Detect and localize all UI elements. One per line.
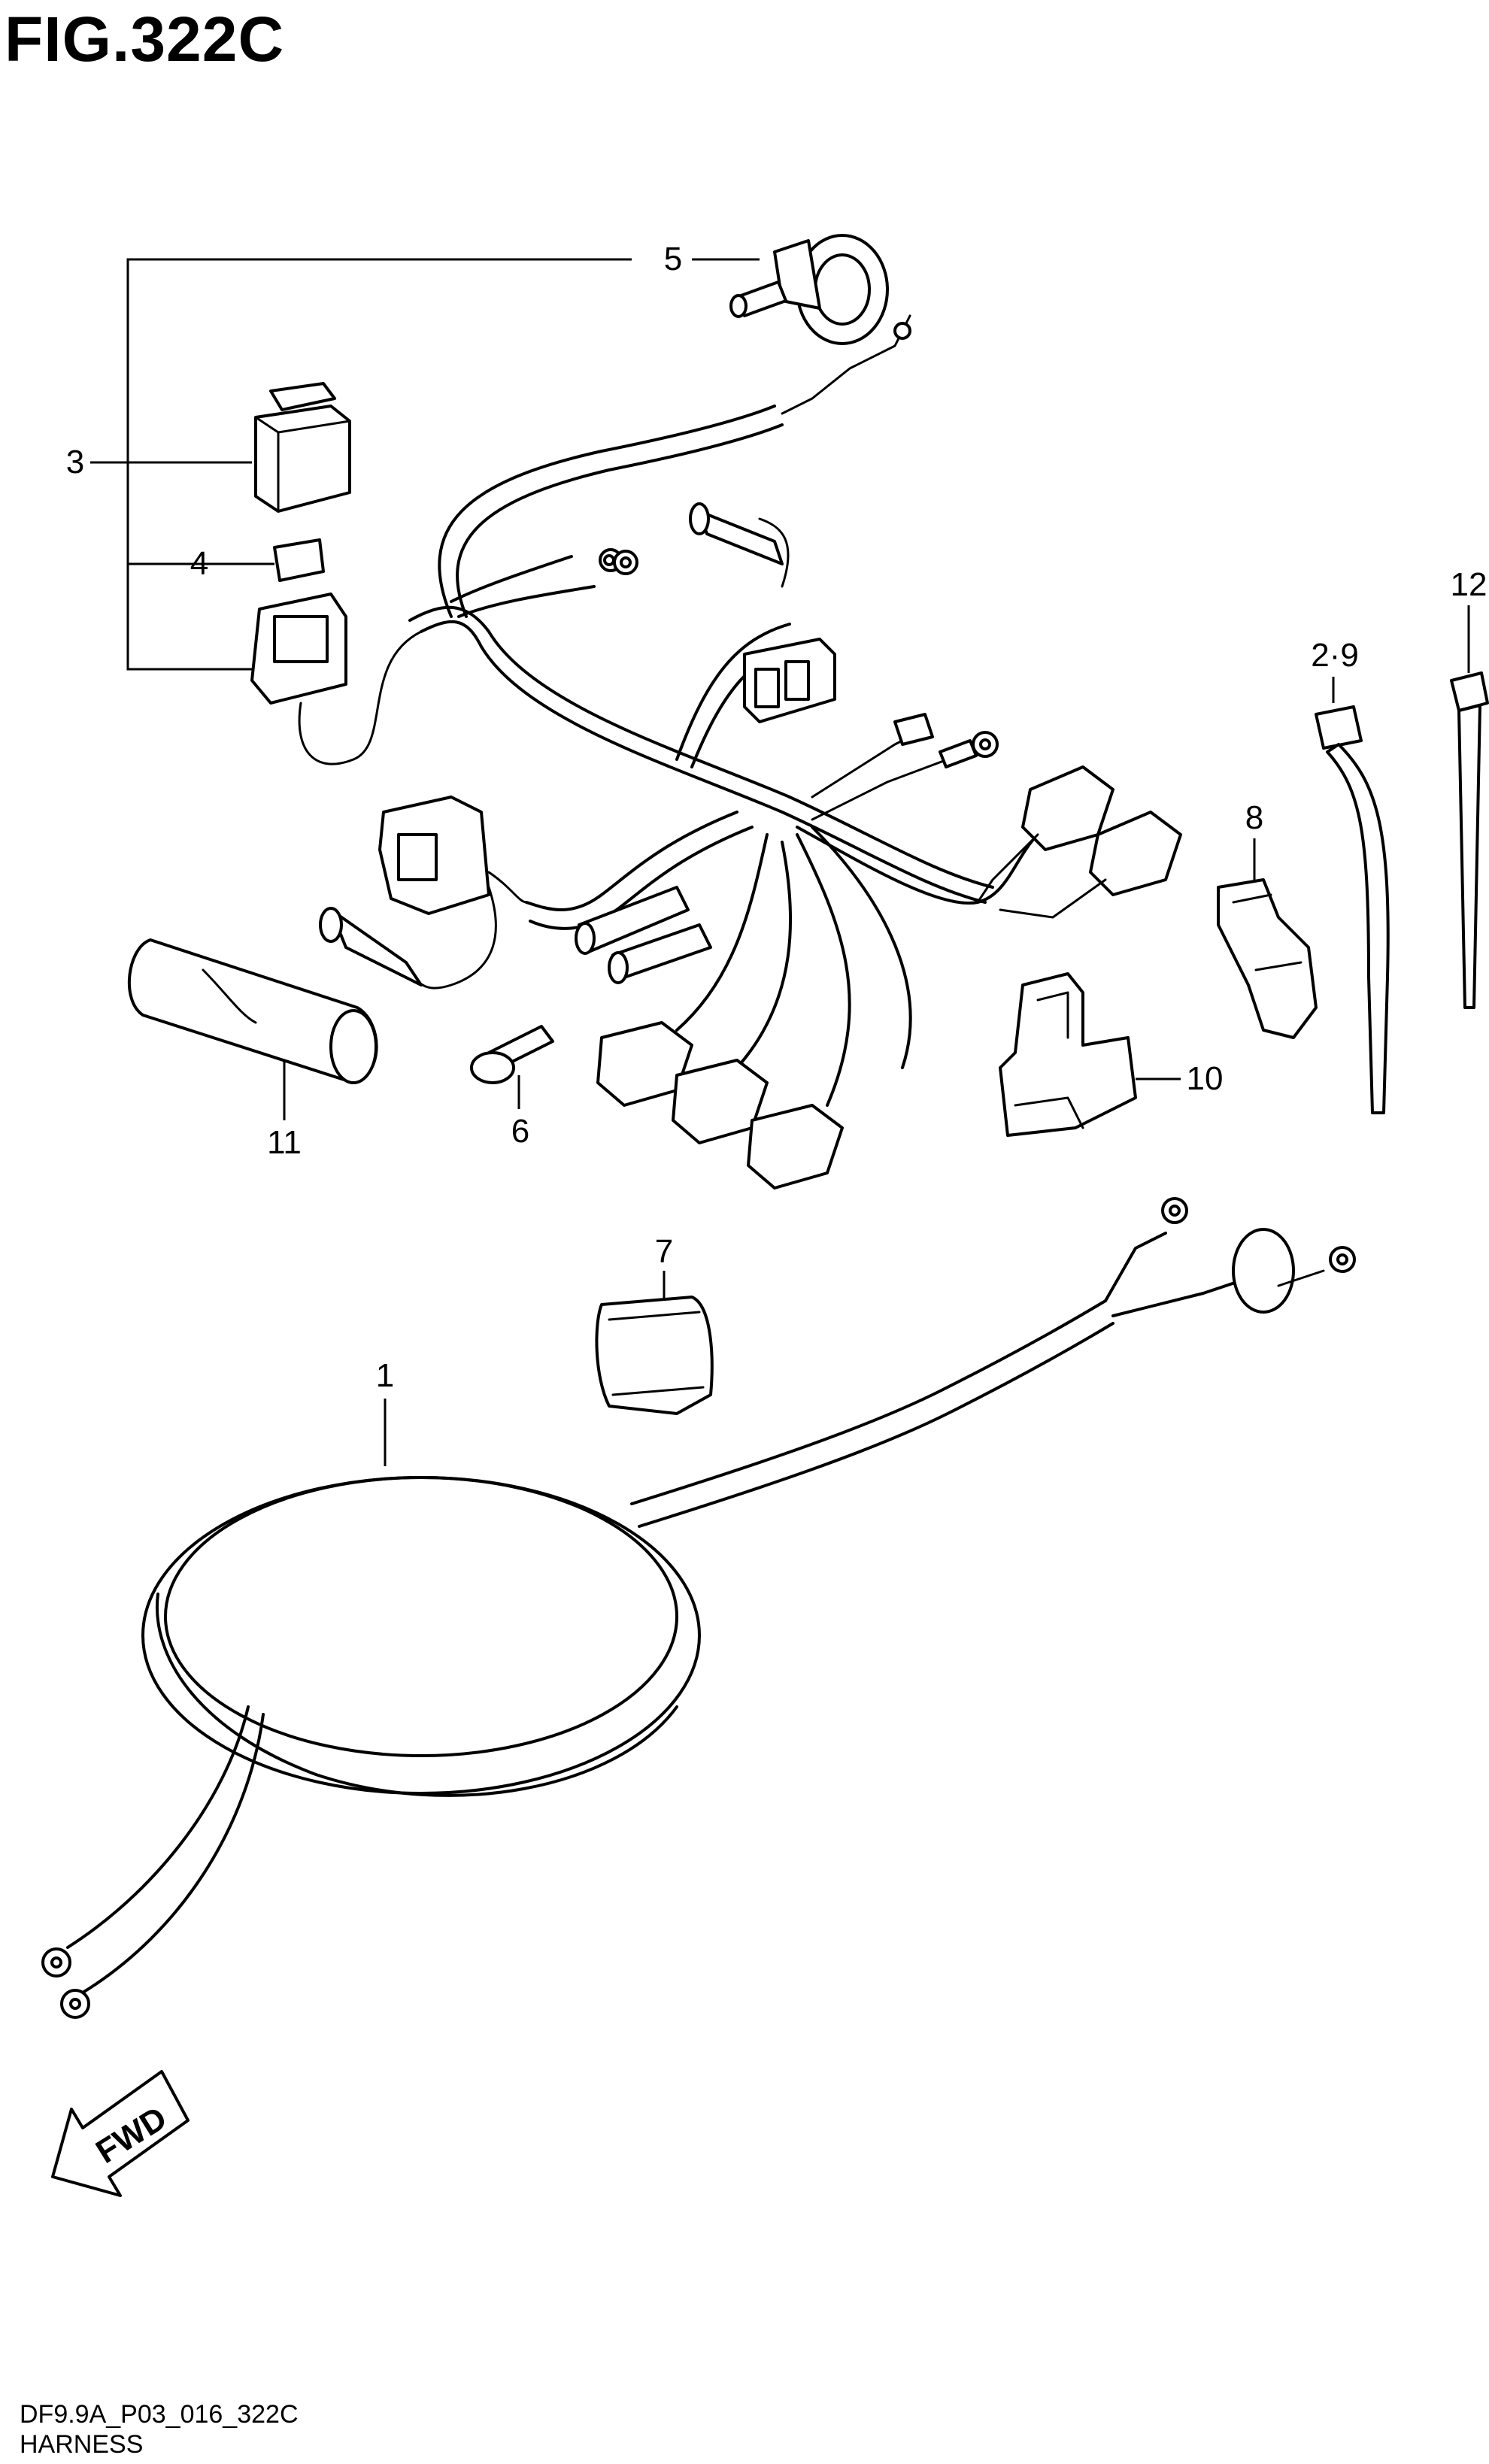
callout-4: 4	[190, 545, 209, 582]
fwd-arrow-icon	[51, 2070, 190, 2197]
part-4-fuse	[218, 538, 325, 582]
part-5-boot	[692, 234, 889, 345]
connector-lower-3	[747, 1104, 844, 1190]
connector-right-pair	[976, 765, 1182, 919]
callout-6: 6	[511, 1113, 530, 1150]
main-harness	[408, 314, 1039, 1107]
terminal-right-upper	[811, 713, 999, 821]
callout-7: 7	[654, 1233, 674, 1270]
callout-3: 3	[65, 444, 85, 480]
part-1-battery-cable	[41, 1197, 1356, 2019]
callout-1: 1	[375, 1357, 395, 1394]
part-11-sleeve	[127, 938, 378, 1120]
diagram-caption: HARNESS	[20, 2430, 144, 2459]
connector-upper-middle	[743, 638, 836, 723]
part-7-grommet	[595, 1271, 714, 1415]
diagram-code: DF9.9A_P03_016_322C	[20, 2400, 299, 2429]
callout-5: 5	[663, 241, 683, 277]
part-10-holder	[999, 972, 1181, 1137]
part-2-9-cable-tie	[1315, 677, 1390, 1114]
callout-11: 11	[267, 1124, 302, 1161]
callout-8: 8	[1245, 799, 1264, 836]
connector-left	[319, 796, 528, 990]
callout-10: 10	[1186, 1060, 1224, 1097]
callout-2-9: 2·9	[1311, 637, 1359, 674]
fuse-holder	[250, 593, 423, 765]
fig-title: FIG.322C	[5, 4, 285, 74]
part-8-clamp	[1217, 838, 1318, 1039]
part-6-clip	[470, 1025, 554, 1109]
part-12-cable-tie	[1450, 605, 1489, 1009]
callout-12: 12	[1450, 566, 1487, 603]
bullet-connectors	[575, 886, 712, 984]
part-3-relay	[254, 382, 351, 513]
